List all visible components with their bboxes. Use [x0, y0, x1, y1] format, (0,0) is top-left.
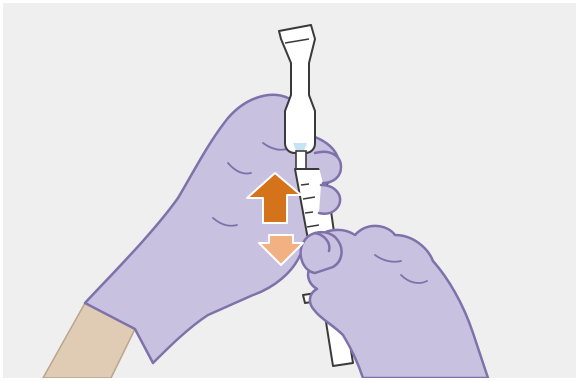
ampoule-icon [279, 25, 315, 153]
syringe-ampoule-illustration [3, 3, 576, 378]
illustration-panel [3, 3, 576, 378]
